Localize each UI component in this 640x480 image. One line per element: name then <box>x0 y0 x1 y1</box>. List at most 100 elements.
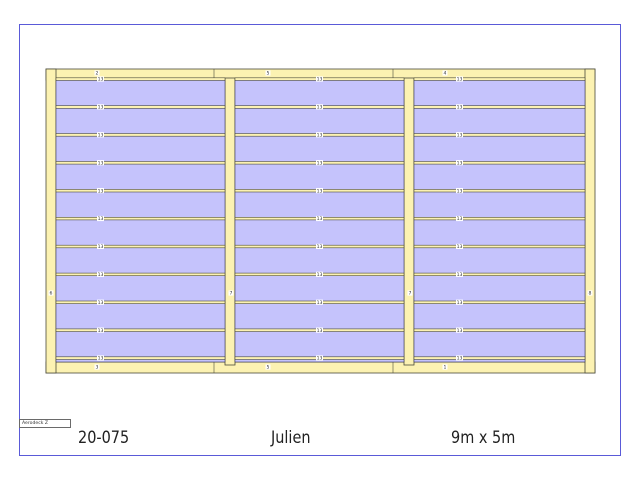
rafter-label-text: 13 <box>98 356 104 362</box>
rafter-label-text: 13 <box>317 188 323 194</box>
bottom-beam-label-bg <box>94 364 100 370</box>
rafter-label-text: 13 <box>457 105 463 111</box>
legend-box: Aerodeck Z <box>19 419 71 428</box>
post-label: 7 <box>228 290 234 297</box>
rafter-label: 13 <box>97 271 104 278</box>
rafter-label-bg <box>456 355 463 361</box>
top-beam-label-text: 2 <box>96 71 99 77</box>
rafter-label-text: 13 <box>457 300 463 306</box>
rafter-label: 13 <box>456 104 463 111</box>
rafter-label-text: 13 <box>317 216 323 222</box>
rafter-label-text: 13 <box>98 272 104 278</box>
bottom-beam-label-bg <box>442 364 448 370</box>
rafter-label: 13 <box>316 104 323 111</box>
rafter-label: 13 <box>456 160 463 166</box>
rafter-label: 13 <box>456 271 463 278</box>
rafter-label: 13 <box>97 132 104 139</box>
rafter <box>413 300 586 304</box>
rafter-label-text: 13 <box>317 328 323 334</box>
rafter-label: 13 <box>456 355 463 362</box>
rafter-label: 13 <box>456 132 463 139</box>
rafter-label-text: 13 <box>98 328 104 334</box>
rafter <box>413 356 586 360</box>
rafter <box>413 77 586 81</box>
bottom-beam-label: 3 <box>94 364 100 371</box>
rafter-label-bg <box>456 188 463 194</box>
rafter-label-text: 13 <box>98 160 104 166</box>
post <box>45 68 57 374</box>
rafter-label-text: 13 <box>457 133 463 139</box>
rafter-label-bg <box>456 327 463 333</box>
rafter-label-bg <box>456 215 463 222</box>
rafter-label: 13 <box>456 243 463 250</box>
rafter-label: 13 <box>97 215 104 222</box>
rafter-label-text: 13 <box>98 244 104 250</box>
rafter-label-text: 13 <box>457 272 463 278</box>
post <box>403 77 415 366</box>
rafter <box>55 272 226 277</box>
rafter <box>55 161 226 165</box>
rafter-label-text: 13 <box>317 244 323 250</box>
rafter-label: 13 <box>316 355 323 362</box>
rafter-label: 13 <box>456 188 463 194</box>
rafter-label-bg <box>97 160 104 166</box>
rafter <box>55 105 226 109</box>
post-label: 6 <box>48 290 54 297</box>
bottom-beam-label: 5 <box>265 364 271 371</box>
rafter <box>413 133 586 137</box>
rafter-label: 13 <box>316 76 323 83</box>
rafter-label-bg <box>456 132 463 138</box>
rafter-label-text: 13 <box>317 356 323 362</box>
top-beam-label-bg <box>94 70 100 76</box>
rafter-label-text: 13 <box>317 160 323 166</box>
rafter-label-text: 13 <box>98 105 104 111</box>
top-beam-label: 2 <box>94 70 100 77</box>
rafter-label: 13 <box>316 327 323 334</box>
roof-panel <box>55 79 226 363</box>
rafter-label-text: 13 <box>317 77 323 83</box>
bottom-beam-label-text: 1 <box>444 365 447 371</box>
rafter <box>55 300 226 304</box>
rafter-label-text: 13 <box>98 300 104 306</box>
rafter-label: 13 <box>456 76 463 83</box>
rafter-label-text: 13 <box>98 77 104 83</box>
rafter-label: 13 <box>97 299 104 306</box>
rafter-label: 13 <box>97 188 104 194</box>
rafter-label-text: 13 <box>317 133 323 139</box>
rafter-label-bg <box>316 160 323 166</box>
rafter-label-bg <box>456 299 463 305</box>
rafter-label-bg <box>456 271 463 277</box>
post-label-bg <box>228 290 234 296</box>
rafter-label-bg <box>456 76 463 82</box>
rafter <box>413 161 586 165</box>
rafter-label-bg <box>97 271 104 277</box>
top-beam-label: 4 <box>442 70 448 77</box>
post <box>224 77 236 366</box>
post-label-text: 7 <box>409 291 412 297</box>
rafter-label-bg <box>316 104 323 110</box>
post-label: 8 <box>587 290 593 297</box>
rafter-label: 13 <box>97 104 104 111</box>
rafter <box>55 356 226 360</box>
post-label: 7 <box>407 290 413 297</box>
bottom-beam-label-text: 5 <box>267 365 270 371</box>
rafter-label: 13 <box>97 355 104 362</box>
rafter-label-bg <box>316 243 323 249</box>
label-group: 1313131313131313131313131313131313131313… <box>48 70 593 371</box>
client-name: Julien <box>271 428 311 448</box>
rafter-label-bg <box>97 76 104 82</box>
rafter <box>55 217 226 221</box>
rafter-label-text: 13 <box>317 300 323 306</box>
post-label-bg <box>587 290 593 296</box>
rafter <box>55 77 226 81</box>
rafter-label-bg <box>97 299 104 305</box>
rafter-label-bg <box>456 243 463 249</box>
rafter-label-text: 13 <box>457 328 463 334</box>
rafter-label-bg <box>97 132 104 138</box>
rafter-label-text: 13 <box>457 188 463 194</box>
rafter <box>413 244 586 249</box>
rafter-label-bg <box>97 215 104 222</box>
rafter-label: 13 <box>97 160 104 166</box>
rafter-label: 13 <box>316 299 323 306</box>
